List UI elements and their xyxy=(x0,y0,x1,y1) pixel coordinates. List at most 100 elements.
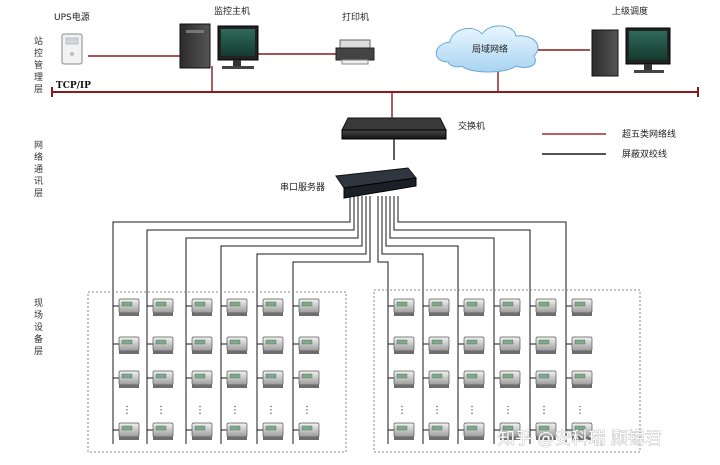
device-group-left xyxy=(87,291,347,453)
meter-icon xyxy=(221,298,248,316)
field-bus-wire xyxy=(381,196,424,444)
meter-icon xyxy=(257,370,284,388)
meter-icon xyxy=(221,336,248,354)
meter-icon xyxy=(113,336,140,354)
meter-icon xyxy=(388,422,415,440)
serial-server-label: 串口服务器 xyxy=(280,181,325,193)
legend-label-shielded: 屏蔽双绞线 xyxy=(622,148,667,160)
lan-label: 局域网络 xyxy=(472,43,508,55)
layer-char: 设 xyxy=(34,322,43,333)
field-devices: ⋮ ⋮ ⋮ ⋮ ⋮ ⋮ ⋮ ⋮ ⋮ ⋮ ⋮ ⋮ xyxy=(113,298,593,440)
meter-icon xyxy=(113,370,140,388)
more-devices-ellipsis: ⋮ xyxy=(503,405,513,416)
meter-icon xyxy=(530,298,557,316)
meter-icon xyxy=(257,336,284,354)
more-devices-ellipsis: ⋮ xyxy=(230,405,240,416)
lan-cloud: 局域网络 xyxy=(435,25,539,73)
layer-char: 网 xyxy=(34,140,43,151)
layer-char: 现 xyxy=(34,298,43,309)
meter-icon xyxy=(293,370,320,388)
field-bus-wire xyxy=(292,196,371,444)
field-bus-wire xyxy=(112,196,351,444)
field-bus-wire xyxy=(389,196,495,444)
meter-icon xyxy=(388,298,415,316)
meter-icon xyxy=(458,336,485,354)
printer-label: 打印机 xyxy=(342,11,369,23)
field-wiring xyxy=(112,196,567,444)
meter-icon xyxy=(494,298,521,316)
field-bus-wire xyxy=(393,196,531,444)
more-devices-ellipsis: ⋮ xyxy=(302,405,312,416)
meter-icon xyxy=(388,370,415,388)
layer-char: 层 xyxy=(34,188,43,199)
more-devices-ellipsis: ⋮ xyxy=(467,405,477,416)
layer-char: 场 xyxy=(34,310,43,321)
switch-device: 交换机 xyxy=(341,117,485,140)
meter-icon xyxy=(293,298,320,316)
meter-icon xyxy=(530,336,557,354)
monitor-host: 监控主机 xyxy=(179,5,259,69)
more-devices-ellipsis: ⋮ xyxy=(122,405,132,416)
meter-icon xyxy=(186,422,213,440)
meter-icon xyxy=(530,370,557,388)
meter-icon xyxy=(388,336,415,354)
meter-icon xyxy=(458,298,485,316)
more-devices-ellipsis: ⋮ xyxy=(432,405,442,416)
meter-icon xyxy=(423,336,450,354)
layer-label-network: 网 络 通 讯 层 xyxy=(34,140,43,199)
meter-icon xyxy=(186,298,213,316)
meter-icon xyxy=(221,370,248,388)
more-devices-ellipsis: ⋮ xyxy=(195,405,205,416)
legend: 超五类网络线 屏蔽双绞线 xyxy=(542,128,676,160)
meter-icon xyxy=(147,298,174,316)
layer-char: 理 xyxy=(34,72,43,83)
meter-icon xyxy=(186,336,213,354)
layer-char: 通 xyxy=(34,164,43,175)
meter-icon xyxy=(186,370,213,388)
monitor-host-label: 监控主机 xyxy=(214,5,250,17)
layer-char: 站 xyxy=(34,35,43,47)
meter-icon xyxy=(494,422,521,440)
meter-icon xyxy=(458,422,485,440)
ups-label: UPS电源 xyxy=(54,11,90,23)
meter-icon xyxy=(494,370,521,388)
meter-icon xyxy=(566,298,593,316)
layer-char: 管 xyxy=(34,59,43,71)
field-bus-wire xyxy=(256,196,367,444)
meter-icon xyxy=(147,336,174,354)
switch-label: 交换机 xyxy=(458,120,485,132)
field-bus-wire xyxy=(185,196,359,444)
meter-icon xyxy=(293,422,320,440)
upper-dispatch: 上级调度 xyxy=(591,5,671,77)
serial-server-device: 串口服务器 xyxy=(280,167,417,199)
more-devices-ellipsis: ⋮ xyxy=(575,405,585,416)
meter-icon xyxy=(494,336,521,354)
meter-icon xyxy=(147,422,174,440)
meter-icon xyxy=(113,422,140,440)
device-group-right xyxy=(373,289,641,453)
layer-char: 层 xyxy=(34,84,43,95)
layer-char: 备 xyxy=(34,333,43,345)
layer-label-station: 站 控 管 理 层 xyxy=(34,35,43,95)
tcp-ip-bus: TCP/IP xyxy=(51,81,699,97)
meter-icon xyxy=(257,422,284,440)
more-devices-ellipsis: ⋮ xyxy=(397,405,407,416)
more-devices-ellipsis: ⋮ xyxy=(266,405,276,416)
more-devices-ellipsis: ⋮ xyxy=(539,405,549,416)
watermark: 知乎 @安科瑞 顾锡君 xyxy=(498,429,662,449)
field-bus-wire xyxy=(146,196,355,444)
field-bus-wire xyxy=(397,196,567,444)
layer-char: 层 xyxy=(34,346,43,357)
more-devices-ellipsis: ⋮ xyxy=(156,405,166,416)
bus-label: TCP/IP xyxy=(56,81,91,91)
meter-icon xyxy=(147,370,174,388)
field-bus-wire xyxy=(377,196,389,444)
meter-icon xyxy=(566,422,593,440)
meter-icon xyxy=(293,336,320,354)
meter-icon xyxy=(257,298,284,316)
layer-char: 络 xyxy=(34,151,43,163)
printer-device: 打印机 xyxy=(335,11,375,65)
meter-icon xyxy=(113,298,140,316)
